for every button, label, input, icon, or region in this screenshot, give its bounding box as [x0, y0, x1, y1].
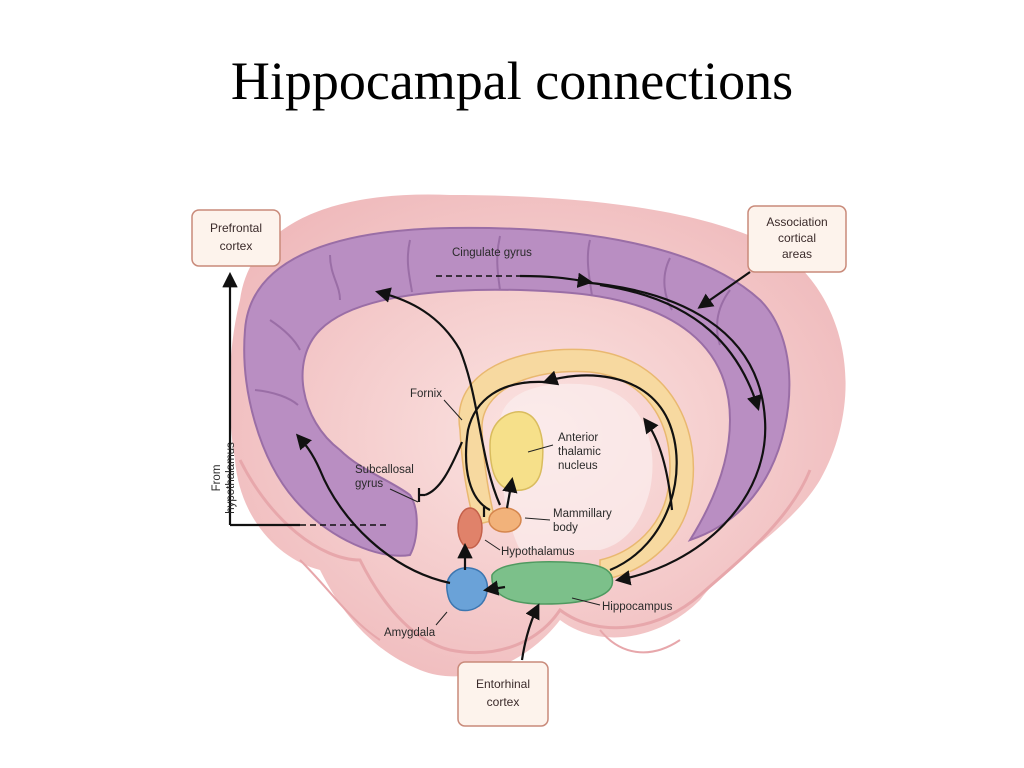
label-mammillary-1: Mammillary: [553, 508, 612, 520]
cingulate-folds: [254, 235, 731, 406]
label-from: From: [211, 465, 223, 492]
label-cingulate-gyrus: Cingulate gyrus: [452, 247, 532, 259]
label-mammillary-2: body: [553, 522, 578, 534]
prefrontal-line1: Prefrontal: [210, 221, 262, 235]
label-subcallosal-1: Subcallosal: [355, 464, 414, 476]
label-leaders: [389, 399, 601, 626]
entorhinal-cortex-box: Entorhinal cortex: [457, 661, 549, 727]
lower-cortex: [238, 459, 812, 655]
label-from-hypothalamus: From hypothalamus: [211, 442, 237, 514]
association-cortical-box: Association cortical areas: [747, 205, 847, 273]
label-subcallosal-2: gyrus: [355, 478, 383, 490]
mammillary-body: [488, 507, 522, 533]
entorhinal-line1: Entorhinal: [476, 677, 530, 691]
pathways: [222, 271, 767, 661]
label-anterior-2: thalamic: [558, 446, 601, 458]
association-line3: areas: [782, 247, 812, 261]
hippocampus-shape: [491, 561, 614, 605]
slide-title: Hippocampal connections: [230, 51, 794, 111]
label-hypothalamus: Hypothalamus: [501, 546, 575, 558]
association-line2: cortical: [778, 231, 816, 245]
prefrontal-cortex-box: Prefrontal cortex: [191, 209, 281, 267]
anterior-thalamic-nucleus: [489, 411, 544, 492]
label-hippocampus: Hippocampus: [602, 601, 673, 613]
association-line1: Association: [766, 215, 827, 229]
hypothalamus-shape: [457, 507, 483, 549]
label-fornix: Fornix: [410, 388, 442, 400]
cingulate-gyrus: [243, 226, 791, 557]
label-anterior-3: nucleus: [558, 460, 598, 472]
terminal-marks: [417, 488, 486, 517]
label-amygdala: Amygdala: [384, 627, 436, 639]
prefrontal-line2: cortex: [220, 239, 253, 253]
fornix: [458, 348, 695, 581]
amygdala-shape: [446, 567, 489, 612]
label-hypothalamus-vertical: hypothalamus: [225, 442, 237, 514]
label-anterior-1: Anterior: [558, 432, 598, 444]
entorhinal-line2: cortex: [487, 695, 520, 709]
